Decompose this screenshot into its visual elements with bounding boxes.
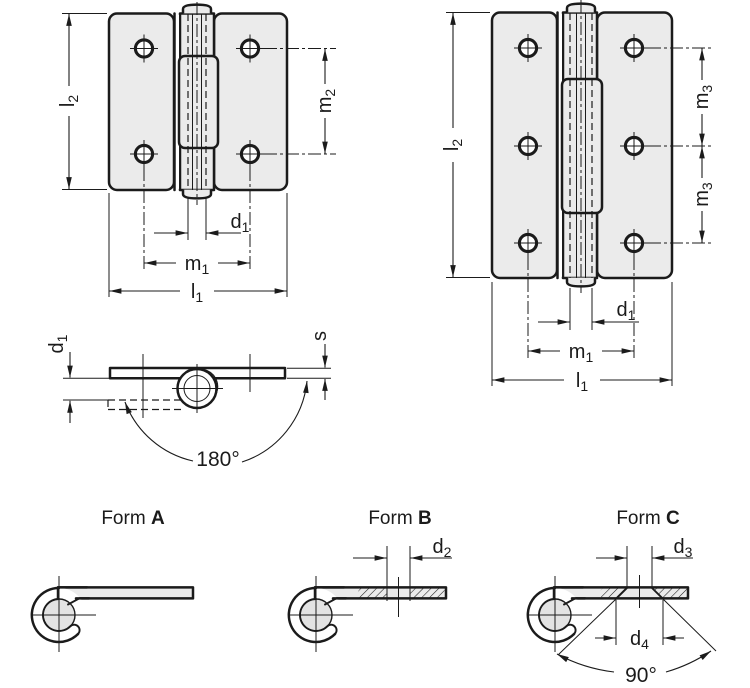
dim-label-m2: m2	[314, 89, 338, 114]
open-angle-arc-right	[241, 380, 309, 463]
countersink-angle-arc-right	[665, 650, 712, 673]
dim-label-m1: m1	[569, 341, 594, 365]
hinge-side-view: d1 s 180°	[46, 331, 331, 471]
four-hole-hinge-front-view: l2 m2 d1 m1 l1	[57, 2, 338, 305]
countersink-cone-edges	[615, 587, 664, 600]
hatch-right	[652, 588, 688, 598]
dim-label-l2: l2	[441, 139, 465, 151]
open-angle-arc-left	[124, 401, 194, 462]
open-angle-label: 180°	[196, 448, 239, 471]
countersink-construction-lines	[557, 598, 717, 656]
middle-knuckle	[177, 54, 220, 150]
dim-label-d1: d1	[46, 334, 70, 353]
dim-label-l1: l1	[576, 370, 588, 394]
m1-extension-lines	[143, 168, 251, 270]
form-a-title: Form A	[101, 508, 165, 529]
rolled-knuckle	[526, 574, 594, 654]
dim-label-m3-bottom: m3	[691, 182, 715, 207]
pin-bore-hidden-lines	[187, 14, 207, 190]
dim-label-d3: d3	[674, 536, 693, 560]
six-hole-hinge-front-view: l2 m3 m3 d1 m1 l1	[441, 0, 715, 394]
d1-extension-lines	[569, 288, 593, 330]
hatch-left	[357, 588, 387, 598]
dim-label-d1: d1	[617, 299, 636, 323]
form-b-section-view: Form B d2	[287, 508, 452, 654]
dim-label-d4: d4	[630, 628, 649, 652]
folded-leaf-hidden-outline	[107, 399, 188, 411]
m1-extension-lines	[527, 257, 635, 358]
dim-label-d2: d2	[433, 536, 452, 560]
leaf-slot	[174, 14, 179, 189]
knuckle-centerlines	[172, 364, 223, 413]
hatch-right	[410, 588, 445, 598]
hatch-left	[599, 588, 627, 598]
s-extension-lines	[287, 367, 331, 379]
l2-extension-lines	[62, 13, 107, 190]
d1-extension-lines	[187, 197, 207, 240]
l1-extension-lines	[491, 282, 673, 386]
dim-label-m3-top: m3	[691, 85, 715, 110]
l2-extension-lines	[446, 12, 490, 278]
d1-extension-lines	[63, 377, 112, 401]
pin-shaft-lines	[192, 14, 202, 190]
d4-extension-lines	[615, 600, 664, 645]
screw-holes	[130, 34, 264, 168]
form-b-title: Form B	[368, 508, 431, 529]
middle-knuckle	[560, 77, 604, 215]
screw-holes	[514, 34, 648, 257]
dim-label-m1: m1	[185, 253, 210, 277]
dim-label-l1: l1	[191, 281, 203, 305]
form-c-section-view: Form C d3 d4 90°	[526, 508, 717, 687]
countersink-angle-label: 90°	[625, 664, 657, 687]
dim-label-l2: l2	[57, 95, 81, 107]
d3-extension-lines	[626, 546, 653, 588]
countersink-angle-arc-left	[556, 653, 615, 673]
form-a-section-view: Form A	[30, 508, 195, 654]
l1-extension-lines	[108, 193, 288, 297]
d2-extension-lines	[386, 546, 411, 601]
leaf-slot	[557, 13, 562, 277]
pin-bore-hidden-lines	[569, 13, 593, 278]
rolled-knuckle	[287, 574, 355, 654]
pin-shaft-lines	[576, 13, 586, 278]
rolled-knuckle	[30, 574, 98, 654]
form-c-title: Form C	[616, 508, 680, 529]
m2-extension-lines	[264, 48, 336, 155]
hole-position-ticks	[142, 354, 251, 418]
m3-extension-lines	[648, 47, 712, 244]
dim-label-d1: d1	[231, 211, 250, 235]
dim-label-s: s	[309, 331, 331, 341]
